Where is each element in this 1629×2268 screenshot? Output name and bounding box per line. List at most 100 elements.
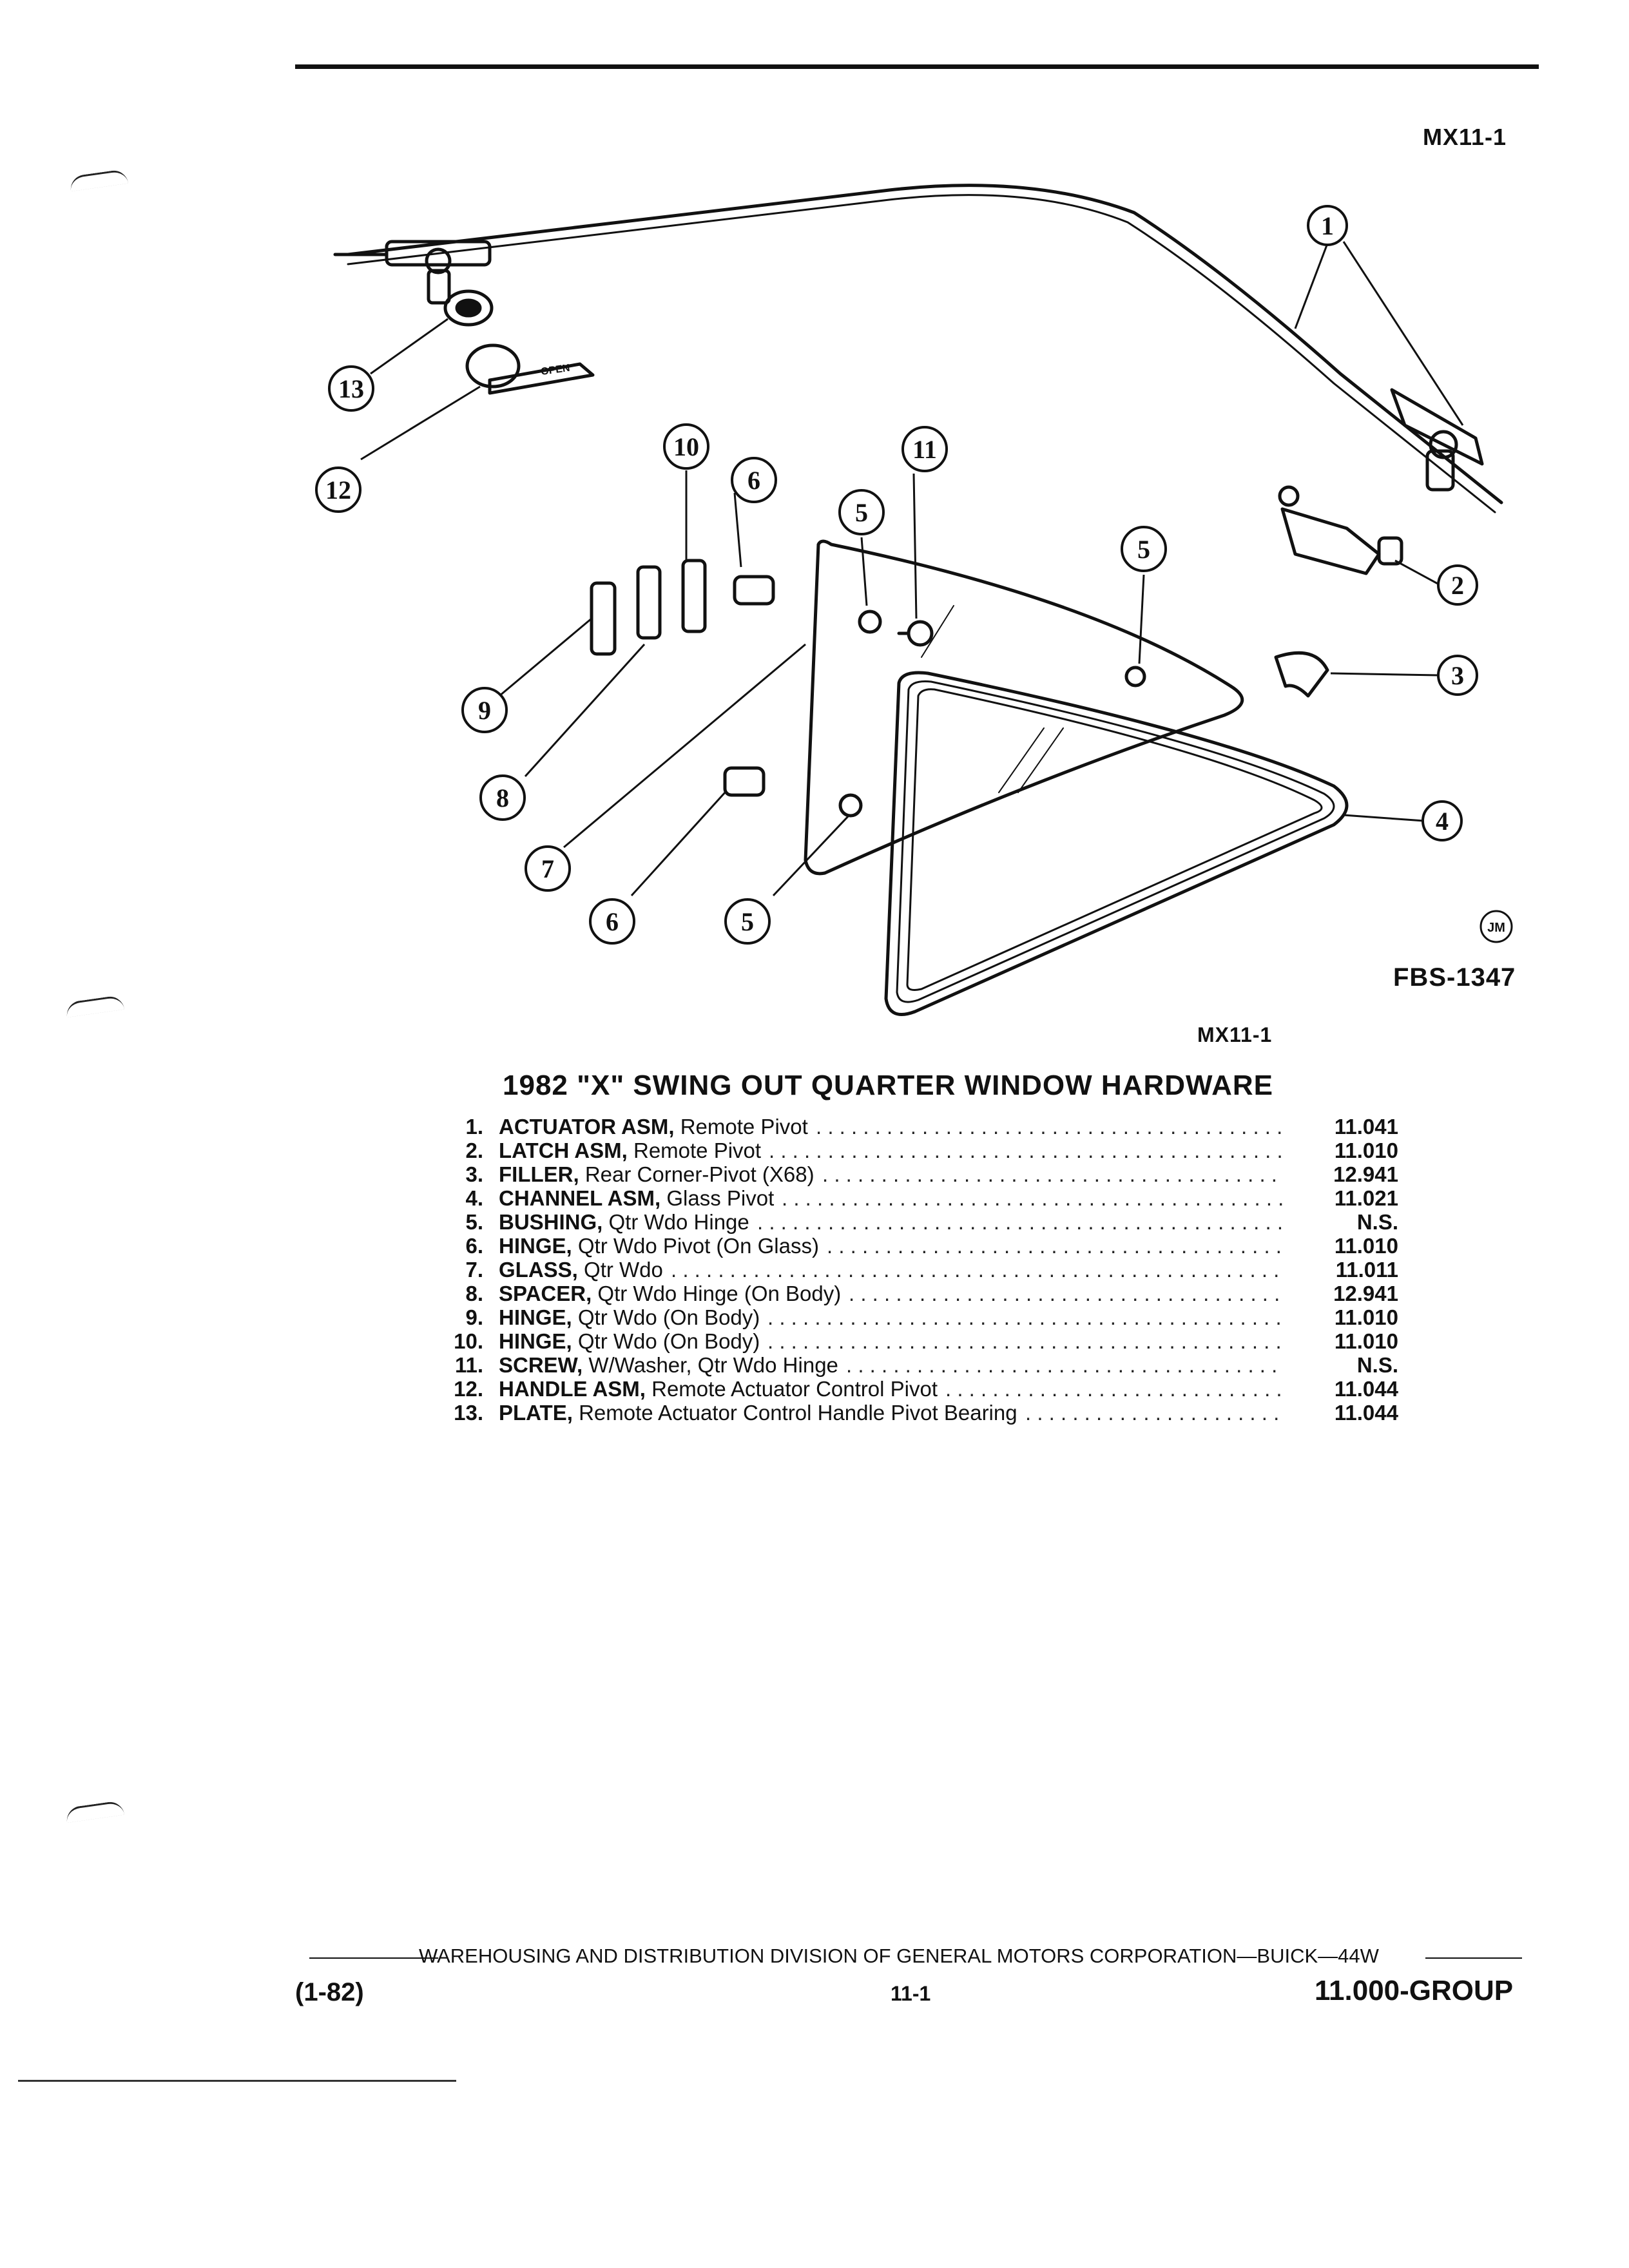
callout-13: 13 <box>338 374 364 403</box>
parts-row: 12. . . . . . . . . . . . . . . . . . . … <box>432 1377 1411 1401</box>
part-reference: 11.011 <box>1335 1258 1398 1282</box>
callout-9: 9 <box>478 696 491 725</box>
part-name: HINGE, Qtr Wdo (On Body) <box>499 1329 760 1353</box>
part-description: Qtr Wdo <box>584 1258 663 1282</box>
leader-dots: . . . . . . . . . . . . . . . . . . . . … <box>782 1186 1282 1210</box>
footer-page-number: 11-1 <box>891 1982 931 2005</box>
part-number: 10. <box>454 1329 483 1353</box>
leader-dots: . . . . . . . . . . . . . . . . . . . . … <box>769 1139 1282 1162</box>
callout-11: 11 <box>912 435 937 464</box>
page-edge-line <box>18 2080 456 2082</box>
parts-row: 6. . . . . . . . . . . . . . . . . . . .… <box>432 1234 1411 1258</box>
part-name: GLASS, Qtr Wdo <box>499 1258 663 1282</box>
part-title: HANDLE ASM, <box>499 1377 646 1401</box>
part-description: Qtr Wdo Hinge (On Body) <box>597 1282 842 1305</box>
part-name: BUSHING, Qtr Wdo Hinge <box>499 1210 749 1234</box>
part-number: 1. <box>465 1115 483 1139</box>
leader-dots: . . . . . . . . . . . . . . . . . . . . … <box>846 1353 1282 1377</box>
leader-dots: . . . . . . . . . . . . . . . . . . . . … <box>822 1162 1282 1186</box>
callout-10: 10 <box>673 432 699 461</box>
part-number: 13. <box>454 1401 483 1425</box>
part-description: Qtr Wdo Pivot (On Glass) <box>577 1234 819 1258</box>
part-reference: 12.941 <box>1333 1162 1398 1186</box>
callout-12: 12 <box>325 476 351 505</box>
control-handle <box>465 343 595 395</box>
leader-dots: . . . . . . . . . . . . . . . . . . . . … <box>767 1305 1282 1329</box>
actuator-right-bracket <box>1390 388 1484 492</box>
jm-logo-icon <box>1480 910 1513 943</box>
pivot-hinge <box>723 766 766 797</box>
callout-6: 6 <box>606 907 619 936</box>
part-title: SPACER, <box>499 1282 592 1305</box>
bushing <box>838 793 863 818</box>
part-description: Remote Actuator Control Pivot <box>651 1377 938 1401</box>
hinge-spacer <box>636 565 662 640</box>
margin-mark <box>64 1800 125 1823</box>
callout-3: 3 <box>1451 661 1464 690</box>
part-number: 6. <box>465 1234 483 1258</box>
part-description: Qtr Wdo (On Body) <box>577 1329 760 1353</box>
part-reference: 11.021 <box>1334 1186 1398 1210</box>
footer-rule-left <box>309 1957 438 1959</box>
bushing <box>1124 666 1146 687</box>
hinge-screw <box>897 620 934 647</box>
parts-row: 9. . . . . . . . . . . . . . . . . . . .… <box>432 1305 1411 1329</box>
parts-row: 3. . . . . . . . . . . . . . . . . . . .… <box>432 1162 1411 1186</box>
part-description: Qtr Wdo (On Body) <box>577 1305 760 1329</box>
body-hinge <box>681 559 707 633</box>
parts-row: 8. . . . . . . . . . . . . . . . . . . .… <box>432 1282 1411 1305</box>
corner-filler <box>1274 651 1329 698</box>
footer-publisher: WAREHOUSING AND DISTRIBUTION DIVISION OF… <box>419 1945 1379 1967</box>
page-title: 1982 "X" SWING OUT QUARTER WINDOW HARDWA… <box>503 1070 1273 1101</box>
parts-row: 11. . . . . . . . . . . . . . . . . . . … <box>432 1353 1411 1377</box>
part-number: 7. <box>465 1258 483 1282</box>
part-reference: 12.941 <box>1333 1282 1398 1305</box>
handle-label: OPEN <box>540 363 570 378</box>
part-name: CHANNEL ASM, Glass Pivot <box>499 1186 774 1210</box>
parts-row: 7. . . . . . . . . . . . . . . . . . . .… <box>432 1258 1411 1282</box>
leader-dots: . . . . . . . . . . . . . . . . . . . . … <box>849 1282 1282 1305</box>
footer-group: 11.000-GROUP <box>1315 1975 1514 2006</box>
parts-row: 1. . . . . . . . . . . . . . . . . . . .… <box>432 1115 1411 1139</box>
part-name: HINGE, Qtr Wdo (On Body) <box>499 1305 760 1329</box>
quarter-glass <box>804 539 1244 876</box>
part-reference: N.S. <box>1356 1353 1398 1377</box>
body-hinge <box>590 581 617 656</box>
part-title: FILLER, <box>499 1162 579 1186</box>
part-name: ACTUATOR ASM, Remote Pivot <box>499 1115 808 1139</box>
part-number: 8. <box>465 1282 483 1305</box>
part-title: BUSHING, <box>499 1210 603 1234</box>
part-name: FILLER, Rear Corner-Pivot (X68) <box>499 1162 815 1186</box>
part-title: HINGE, <box>499 1305 572 1329</box>
part-reference: 11.010 <box>1334 1305 1398 1329</box>
latch-assembly <box>1278 485 1403 575</box>
parts-list: 1. . . . . . . . . . . . . . . . . . . .… <box>432 1115 1411 1425</box>
part-description: Qtr Wdo Hinge <box>608 1210 749 1234</box>
part-description: Glass Pivot <box>666 1186 775 1210</box>
leader-dots: . . . . . . . . . . . . . . . . . . . . … <box>816 1115 1282 1139</box>
callout-5: 5 <box>855 498 868 527</box>
part-name: SCREW, W/Washer, Qtr Wdo Hinge <box>499 1353 838 1377</box>
figure-code-top: MX11-1 <box>1423 124 1507 150</box>
part-reference: 11.010 <box>1334 1234 1398 1258</box>
part-title: GLASS, <box>499 1258 578 1282</box>
part-title: HINGE, <box>499 1234 572 1258</box>
parts-diagram: OPEN 1 <box>315 184 1513 1016</box>
leader-dots: . . . . . . . . . . . . . . . . . . . . … <box>1025 1401 1282 1425</box>
callout-8: 8 <box>496 783 509 812</box>
leader-dots: . . . . . . . . . . . . . . . . . . . . … <box>827 1234 1282 1258</box>
part-reference: 11.041 <box>1334 1115 1398 1139</box>
leader-dots: . . . . . . . . . . . . . . . . . . . . … <box>671 1258 1282 1282</box>
part-description: Remote Pivot <box>680 1115 808 1139</box>
part-name: HINGE, Qtr Wdo Pivot (On Glass) <box>499 1234 819 1258</box>
part-title: LATCH ASM, <box>499 1139 628 1162</box>
part-title: HINGE, <box>499 1329 572 1353</box>
callout-2: 2 <box>1451 571 1464 600</box>
part-name: SPACER, Qtr Wdo Hinge (On Body) <box>499 1282 841 1305</box>
part-title: CHANNEL ASM, <box>499 1186 661 1210</box>
part-number: 11. <box>454 1353 483 1377</box>
part-name: PLATE, Remote Actuator Control Handle Pi… <box>499 1401 1017 1425</box>
footer-rule-right <box>1425 1957 1522 1959</box>
callout-7: 7 <box>541 854 554 883</box>
leader-dots: . . . . . . . . . . . . . . . . . . . . … <box>945 1377 1282 1401</box>
